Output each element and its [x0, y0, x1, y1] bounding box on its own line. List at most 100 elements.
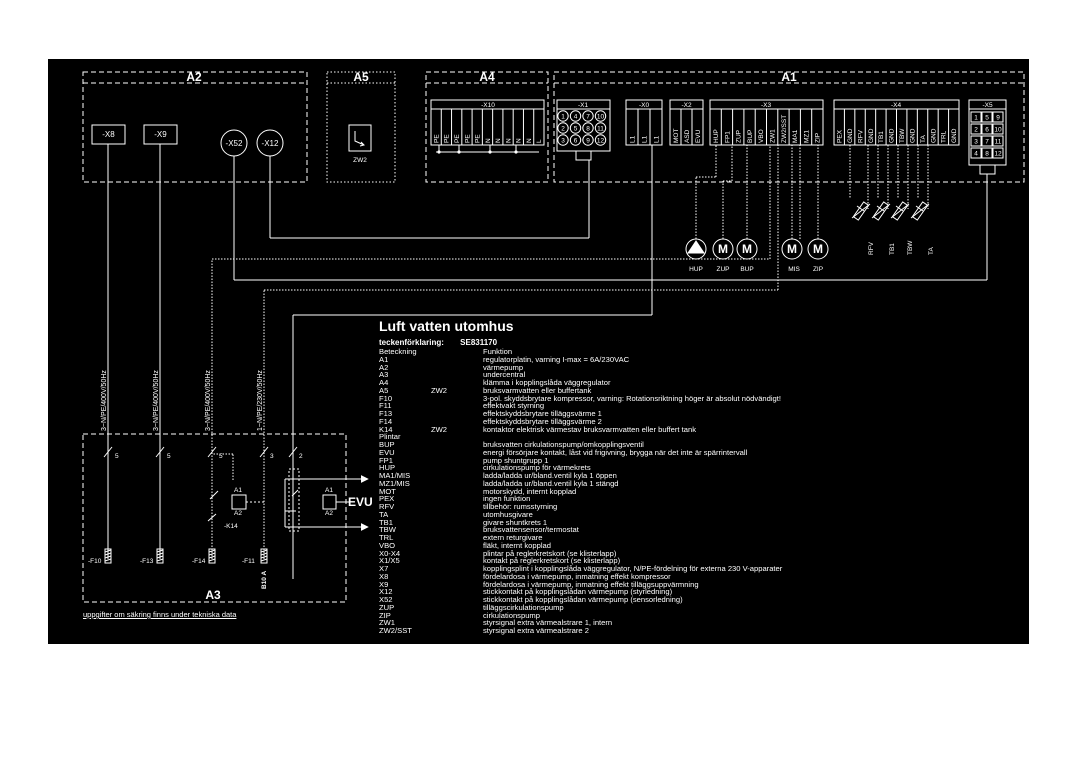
legend-function: kopplingsplint i kopplingslåda väggregul…	[483, 564, 783, 573]
x5-pin	[970, 147, 982, 159]
motor-zup-m: M	[718, 242, 728, 256]
x1-pin	[569, 110, 582, 122]
x4-pin: RFV	[857, 129, 864, 143]
x3-pin: BUP	[747, 130, 754, 143]
block-label-a3: A3	[205, 588, 221, 602]
a3-frame	[82, 433, 347, 603]
legend-designation: MA1/MIS	[379, 471, 411, 480]
legend-designation: X8	[379, 571, 389, 581]
legend-designation: EVU	[379, 447, 395, 457]
legend-function: kontakt på reglerkretskort (se klisterla…	[483, 556, 621, 566]
x10-pin: L	[536, 139, 543, 143]
x5-pin-label: 10	[994, 127, 1002, 134]
legend-designation: TB1	[379, 517, 393, 527]
evu-label: EVU	[348, 495, 373, 509]
legend-column-headers: Beteckning Funktion	[379, 348, 782, 356]
x1-pin	[594, 122, 607, 134]
heater-element-arrow	[354, 131, 365, 147]
x5-pin	[981, 147, 993, 159]
legend-designation: K14	[379, 424, 393, 434]
legend-designation: FP1	[379, 455, 393, 465]
x5-pin-label: 2	[974, 127, 978, 134]
legend-zone	[431, 464, 483, 472]
x1-pin-label: 10	[597, 113, 605, 120]
a2-frame	[82, 71, 308, 183]
legend-function: ingen funktion	[483, 494, 531, 504]
legend-function: bruksvatten cirkulationspump/omkopplings…	[483, 440, 644, 449]
breaker-num-3: 5	[219, 453, 223, 460]
legend-zone	[431, 588, 483, 596]
x4-pin: TA	[920, 135, 927, 143]
legend-designation: Plintar	[379, 432, 401, 442]
legend-designation: MZ1/MIS	[379, 478, 410, 488]
block-label-a4: A4	[479, 70, 495, 84]
breaker-num-2: 5	[167, 453, 171, 460]
x5-pin-label: 12	[994, 151, 1002, 158]
pump-hup-triangle	[687, 240, 705, 254]
legend-row: FP1 pump shuntgrupp 1	[379, 455, 782, 465]
diagram-title: Luft vatten utomhus	[379, 318, 514, 334]
legend-function: 3-pol. skyddsbrytare kompressor, varning…	[483, 393, 782, 403]
k14-label: -K14	[224, 523, 238, 530]
legend-function: klämma i kopplingslåda väggregulator	[483, 378, 611, 387]
legend-designation: ZIP	[379, 610, 391, 620]
x1-pin	[594, 134, 607, 146]
fuse-label-f11: -F11	[242, 558, 255, 565]
x3-pin: ZIP	[815, 133, 822, 143]
x4-pin: TB1	[878, 131, 885, 143]
legend-designation: A3	[379, 370, 389, 380]
legend-designation: X9	[379, 579, 389, 589]
x1-pin-label: 3	[561, 137, 565, 144]
x1-pin	[557, 122, 569, 134]
legend-function: effektskyddsbrytare tilläggsvärme 2	[483, 416, 602, 426]
sensor-label-tbw: TBW	[907, 240, 914, 255]
legend-designation: VBO	[379, 540, 396, 550]
legend-zone	[431, 503, 483, 511]
legend-designation: F10	[379, 393, 393, 403]
pump-label-zup: ZUP	[717, 266, 730, 273]
motor-bup-m: M	[742, 242, 752, 256]
x1-label: -X1	[578, 102, 589, 109]
legend-designation: ZW1	[379, 618, 396, 628]
x1-pin	[582, 134, 594, 146]
sensor-label-tb1: TB1	[889, 243, 896, 255]
feed-label-1: 3~N/PE/400V/50Hz	[101, 370, 108, 431]
x3-pin: ZW2/SST	[781, 115, 788, 143]
legend-function: pump shuntgrupp 1	[483, 455, 549, 465]
fuse-label-f14: -F14	[192, 558, 206, 565]
x5-pin	[992, 135, 1004, 147]
x4-pin: GND	[909, 128, 916, 143]
legend-function: utomhusgivare	[483, 509, 533, 519]
sensor-symbol	[872, 201, 890, 221]
x0-strip	[625, 99, 663, 146]
wiring-dotted	[211, 145, 929, 559]
x4-pin: GND	[930, 128, 937, 143]
pump-label-zip: ZIP	[813, 266, 823, 273]
legend-zone	[431, 371, 483, 379]
legend-row: F10 3-pol. skyddsbrytare kompressor, varn…	[379, 393, 782, 403]
breaker-num-5: 2	[299, 453, 303, 460]
evu-a1: A1	[325, 487, 333, 494]
legend-function: givare shuntkrets 1	[483, 517, 548, 527]
x2-pin: MOT	[673, 129, 680, 143]
x3-pin: FP1	[724, 131, 731, 143]
x0-pin: L1	[653, 135, 660, 143]
x10-pin: PE	[464, 134, 471, 143]
legend-zone	[431, 542, 483, 550]
x5-pin-label: 4	[974, 151, 978, 158]
legend-designation: TRL	[379, 533, 394, 542]
k14-coil	[231, 494, 247, 510]
legend-zone	[431, 519, 483, 527]
k14-a2: A2	[234, 510, 242, 517]
legend-function: fördelardosa i värmepump, inmatning effe…	[483, 571, 671, 581]
legend-designation: X7	[379, 564, 389, 573]
legend-zone	[431, 596, 483, 604]
x1-pin	[594, 110, 607, 122]
legend-doc-number: SE831170	[460, 338, 498, 347]
legend-function: fläkt, internt kopplad	[483, 540, 551, 550]
fuse-footnote: uppgifter om säkring finns under teknisk…	[83, 610, 237, 619]
heater-element-symbol	[348, 124, 372, 152]
legend-function: tilläggscirkulationspump	[483, 602, 564, 612]
